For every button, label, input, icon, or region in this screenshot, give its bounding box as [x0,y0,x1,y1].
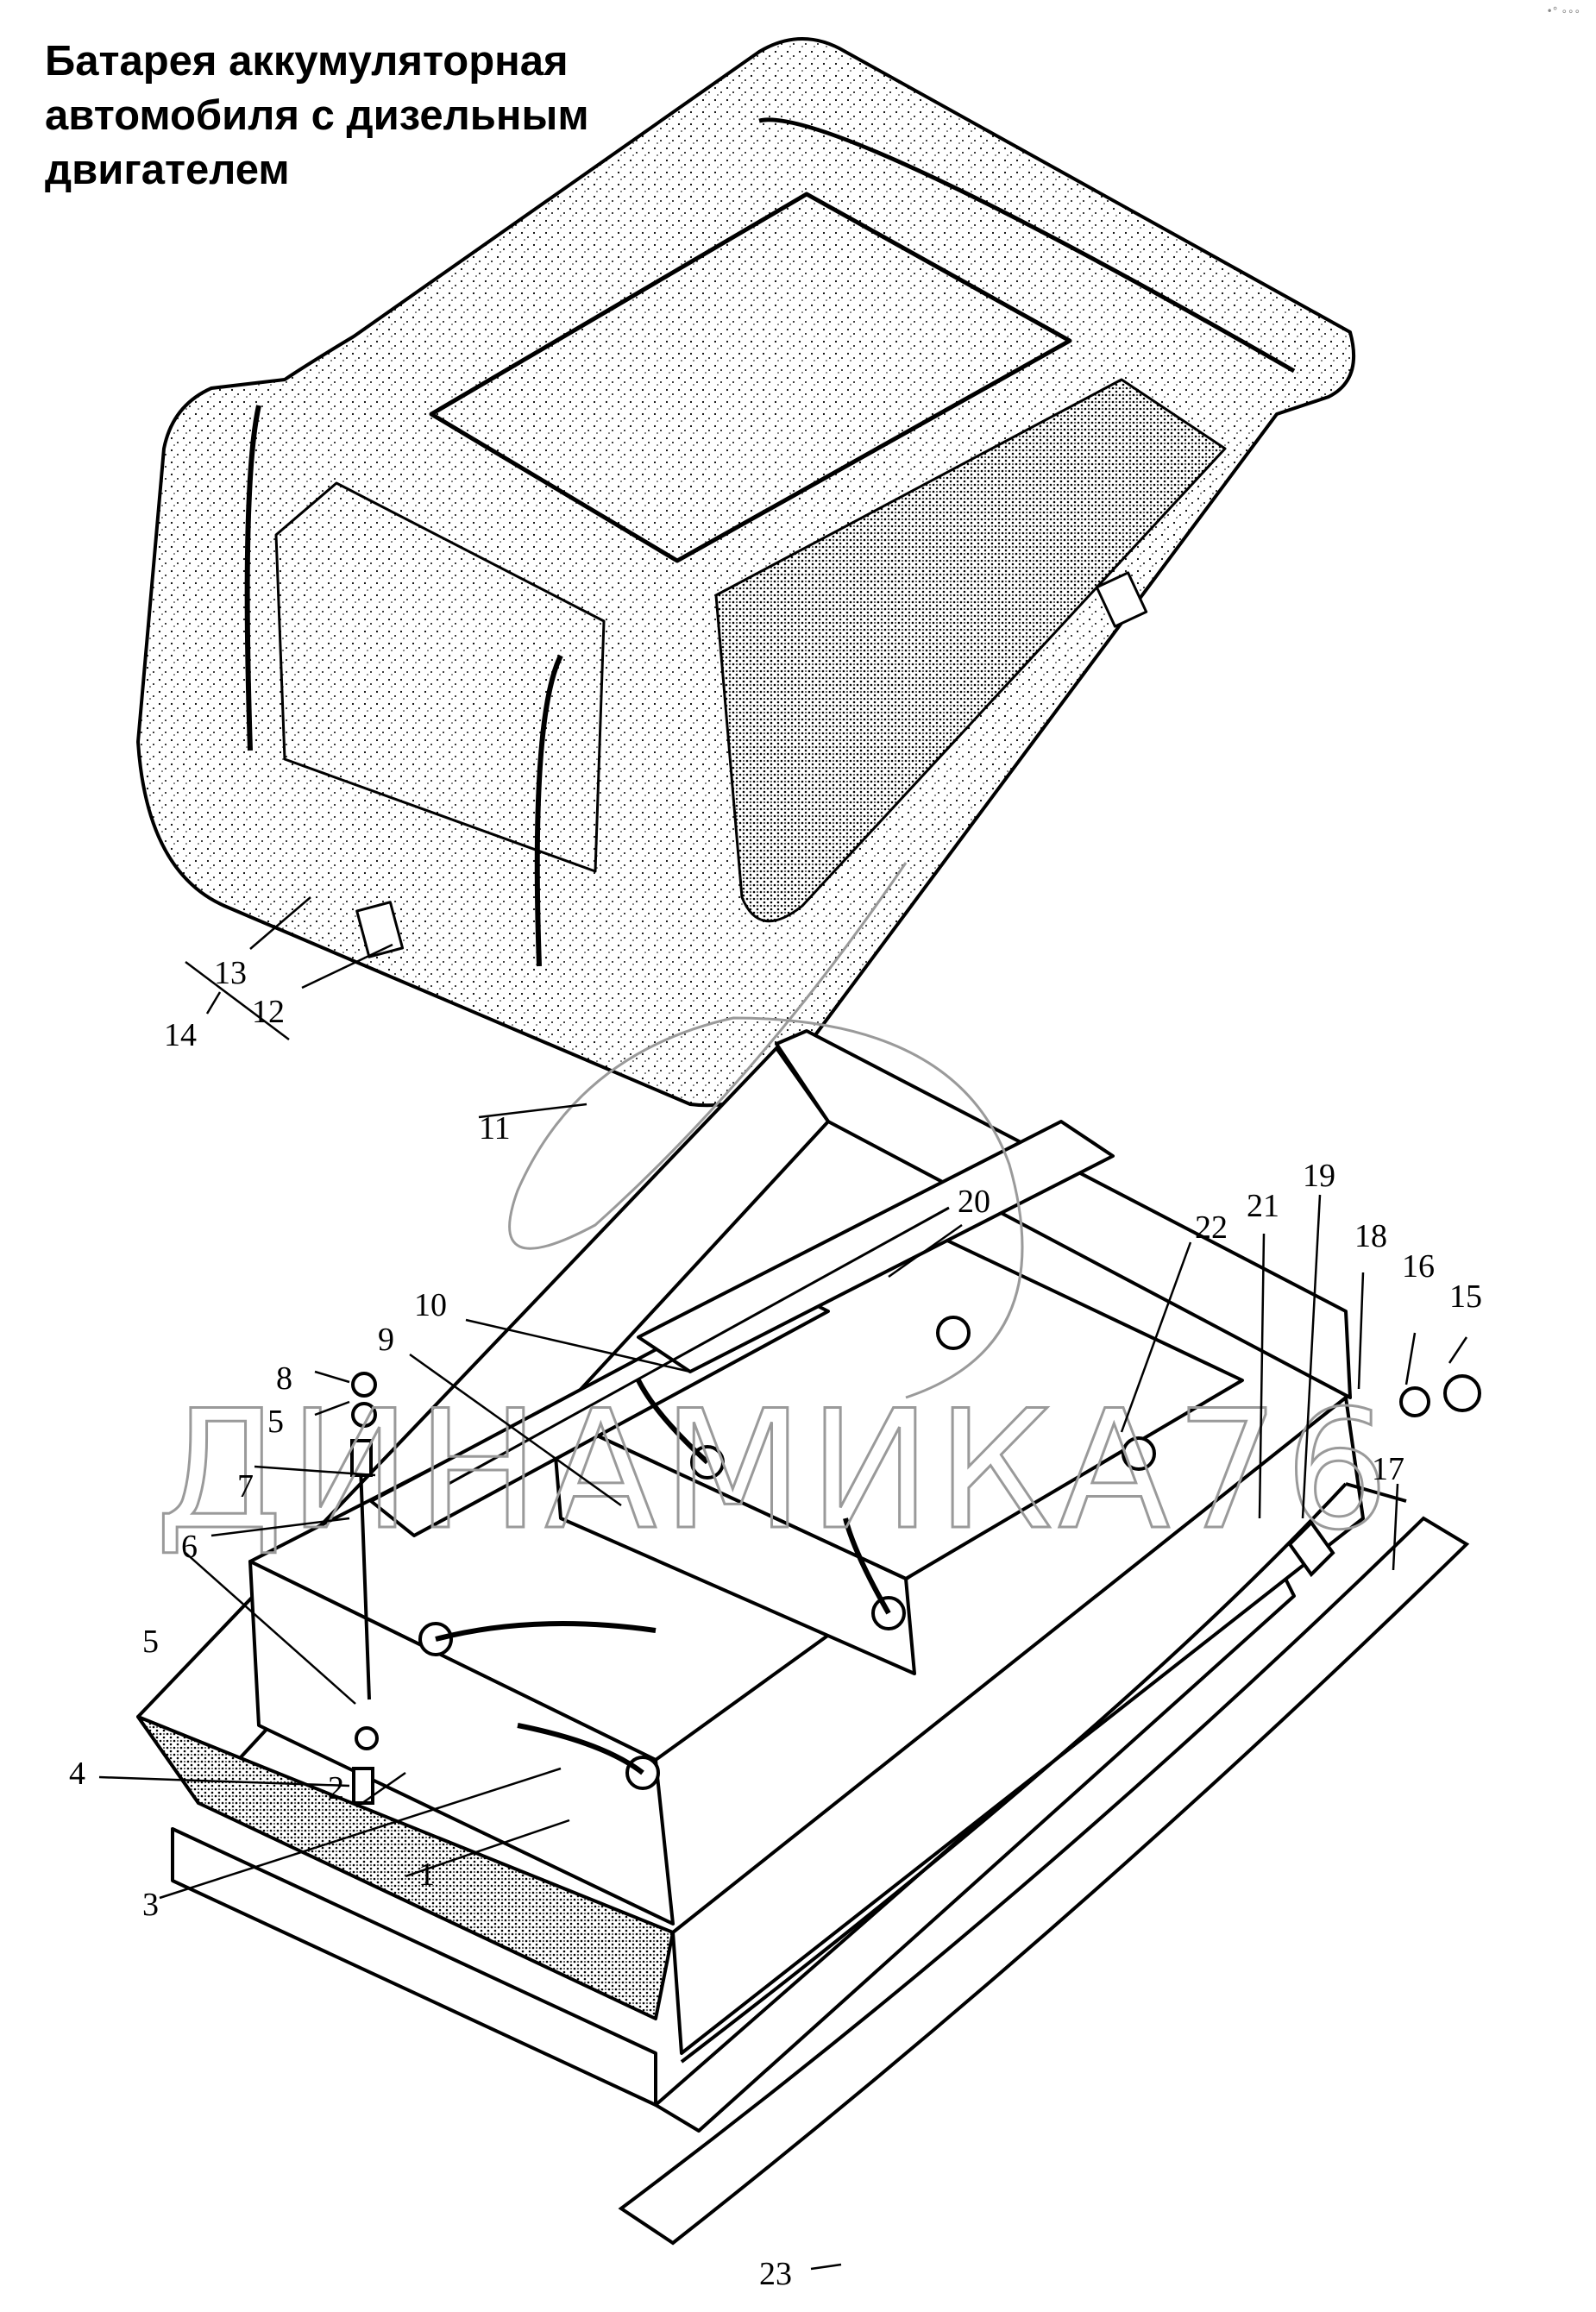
callout-4: 4 [69,1756,85,1792]
callout-21: 21 [1247,1188,1279,1224]
callout-12: 12 [252,994,285,1030]
callout-3: 3 [142,1887,159,1923]
callout-5-upper: 5 [267,1404,284,1440]
title-line-1: Батарея аккумуляторная [45,38,569,85]
callout-17: 17 [1372,1451,1404,1487]
callout-18: 18 [1354,1218,1387,1254]
callout-16: 16 [1402,1248,1435,1285]
title-line-2: автомобиля с дизельным [45,92,589,139]
leader-lines [98,896,1468,2271]
page-title: Батарея аккумуляторная автомобиля с дизе… [45,35,701,198]
battery-box [136,1029,1365,2133]
callout-14: 14 [164,1017,197,1053]
title-line-3: двигателем [45,147,290,193]
batteries [248,1120,1244,1926]
callout-5-lower: 5 [142,1624,159,1660]
fasteners [350,1372,1481,2246]
callout-22: 22 [1195,1209,1228,1246]
callout-1: 1 [418,1857,435,1893]
callout-9: 9 [378,1322,394,1358]
callout-7: 7 [237,1468,254,1505]
callout-6: 6 [181,1529,198,1565]
battery-cover [136,37,1356,1108]
callout-15: 15 [1449,1279,1482,1315]
callout-2: 2 [328,1770,344,1806]
callout-13: 13 [214,955,247,991]
callout-20: 20 [958,1184,990,1220]
callout-11: 11 [479,1110,511,1147]
callout-8: 8 [276,1360,292,1397]
watermark-text: ДИНАМИКА76 [155,1375,1394,1566]
callout-labels: 1 2 3 4 5 5 6 7 8 9 10 11 12 13 14 15 16… [69,955,1482,2292]
callout-10: 10 [414,1287,447,1323]
corner-mark: •° ∘∘∘ [1546,5,1580,17]
watermark-logo [508,862,1024,1399]
callout-23: 23 [759,2256,792,2292]
callout-19: 19 [1303,1158,1335,1194]
